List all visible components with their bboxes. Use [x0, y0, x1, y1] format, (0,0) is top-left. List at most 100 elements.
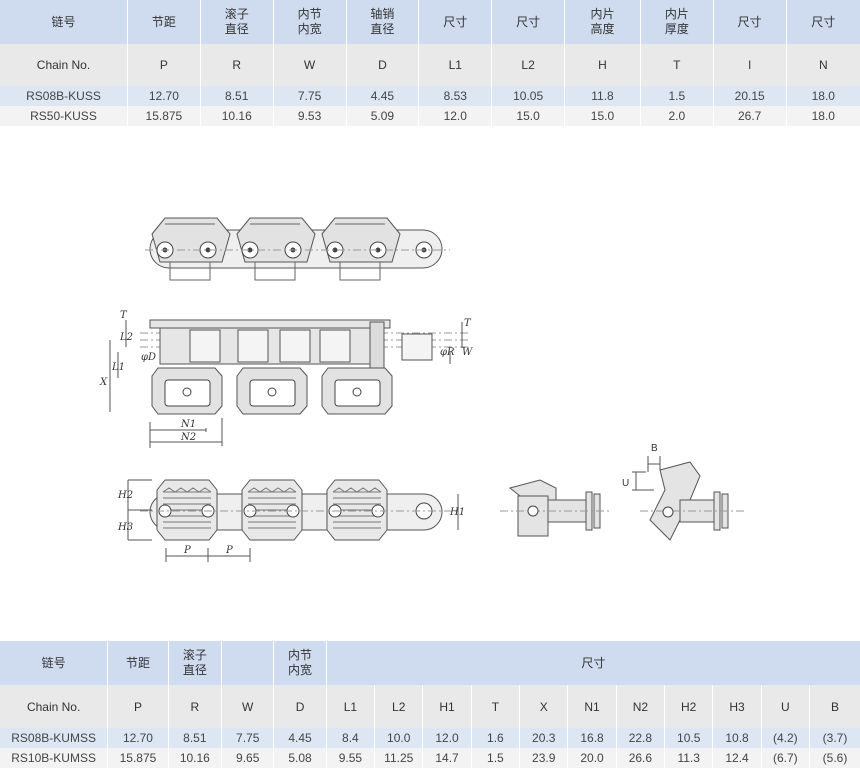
cell: 10.16: [200, 106, 274, 126]
header-cell: B: [809, 685, 860, 728]
cell: 8.51: [200, 86, 274, 106]
header-cell: 节距: [107, 641, 169, 685]
cell: 22.8: [616, 728, 666, 748]
cell: RS08B-KUSS: [0, 86, 128, 106]
spec-table-kumss: 链号 节距 滚子 直径 内节 内宽 尺寸 Chain No. P R W D L…: [0, 641, 860, 768]
header-cell: H: [564, 44, 641, 86]
table-header-english: Chain No. P R W D L1 L2 H T l N: [0, 44, 860, 86]
cell: 23.9: [519, 748, 569, 768]
cell: 12.0: [418, 106, 493, 126]
header-cell: R: [200, 44, 274, 86]
label-P-2: P: [225, 545, 233, 556]
label-W: W: [462, 347, 473, 358]
header-cell: 尺寸: [491, 0, 566, 44]
cell: 15.875: [107, 748, 169, 768]
label-T-right: T: [464, 318, 472, 329]
cell: 8.4: [326, 728, 376, 748]
cell: 12.70: [107, 728, 169, 748]
chain-technical-drawing: T L2 L1 X φD φR W T N1 N2 H2 H3 H1 P P: [99, 217, 745, 562]
header-cell-span: 尺寸: [326, 641, 860, 685]
table-row: RS50-KUSS 15.875 10.16 9.53 5.09 12.0 15…: [0, 106, 860, 126]
chain-plan-view: T L2 L1 X φD φR W T N1 N2: [99, 310, 473, 448]
cell: 7.75: [273, 86, 347, 106]
cell: RS10B-KUMSS: [0, 748, 109, 768]
cell: 8.53: [418, 86, 493, 106]
chain-spring-view: H2 H3 H1 P P: [117, 479, 465, 562]
spec-table-kuss: 链号 节距 滚子 直径 内节 内宽 轴销 直径 尺寸 尺寸 内片 高度 内片 厚…: [0, 0, 860, 126]
cell: 15.875: [127, 106, 201, 126]
header-cell: L2: [491, 44, 566, 86]
cell: 1.5: [640, 86, 714, 106]
chain-side-section-view: [500, 479, 612, 537]
cell: 14.7: [422, 748, 472, 768]
cell: (3.7): [809, 728, 860, 748]
cell: 26.6: [616, 748, 666, 768]
cell: 10.8: [712, 728, 762, 748]
header-cell: H2: [664, 685, 714, 728]
header-cell: N1: [567, 685, 617, 728]
header-cell: 滚子 直径: [168, 641, 223, 685]
cell: 11.3: [664, 748, 714, 768]
label-B: B: [651, 443, 658, 454]
cell: 8.51: [168, 728, 223, 748]
cell: 4.45: [346, 86, 420, 106]
cell: 20.15: [713, 86, 787, 106]
header-cell: 轴销 直径: [346, 0, 420, 44]
cell: 12.0: [422, 728, 472, 748]
header-cell: L1: [326, 685, 376, 728]
header-cell: N2: [616, 685, 666, 728]
header-cell: H3: [712, 685, 762, 728]
cell: 7.75: [221, 728, 275, 748]
cell: 16.8: [567, 728, 617, 748]
chain-top-view: [145, 217, 450, 281]
label-L2: L2: [119, 332, 133, 343]
header-cell: 链号: [0, 0, 128, 44]
header-cell: 节距: [127, 0, 201, 44]
cell: (4.2): [761, 728, 811, 748]
table-row: RS10B-KUMSS 15.875 10.16 9.65 5.08 9.55 …: [0, 748, 860, 768]
cell: 20.0: [567, 748, 617, 768]
cell: 26.7: [713, 106, 787, 126]
header-cell: T: [471, 685, 521, 728]
cell: 2.0: [640, 106, 714, 126]
header-cell: 尺寸: [418, 0, 493, 44]
header-cell: l: [713, 44, 787, 86]
cell: 10.16: [168, 748, 223, 768]
header-cell: T: [640, 44, 714, 86]
cell: 11.25: [374, 748, 424, 768]
header-cell: 内片 厚度: [640, 0, 714, 44]
header-cell: 链号: [0, 641, 109, 685]
label-H3: H3: [117, 522, 133, 533]
table-row: RS08B-KUMSS 12.70 8.51 7.75 4.45 8.4 10.…: [0, 728, 860, 748]
label-H1: H1: [449, 507, 465, 518]
header-cell: L1: [418, 44, 493, 86]
header-cell: N: [786, 44, 860, 86]
header-cell: 尺寸: [786, 0, 860, 44]
label-P-1: P: [183, 545, 191, 556]
header-cell: Chain No.: [0, 44, 128, 86]
label-phiD: φD: [141, 352, 156, 363]
header-cell: R: [168, 685, 223, 728]
table-header-english: Chain No. P R W D L1 L2 H1 T X N1 N2 H2 …: [0, 685, 860, 728]
cell: 15.0: [564, 106, 641, 126]
cell: 1.6: [471, 728, 521, 748]
cell: RS08B-KUMSS: [0, 728, 109, 748]
cell: 5.09: [346, 106, 420, 126]
table-row: RS08B-KUSS 12.70 8.51 7.75 4.45 8.53 10.…: [0, 86, 860, 106]
header-cell: D: [346, 44, 420, 86]
label-phiR: φR: [440, 347, 455, 358]
cell: RS50-KUSS: [0, 106, 128, 126]
header-cell: L2: [374, 685, 424, 728]
table-header-chinese: 链号 节距 滚子 直径 内节 内宽 尺寸: [0, 641, 860, 685]
label-U: U: [622, 478, 629, 489]
cell: 10.0: [374, 728, 424, 748]
cell: 9.55: [326, 748, 376, 768]
header-cell: W: [273, 44, 347, 86]
header-cell: P: [127, 44, 201, 86]
header-cell: Chain No.: [0, 685, 109, 728]
header-cell: 滚子 直径: [200, 0, 274, 44]
header-cell: 尺寸: [713, 0, 787, 44]
header-cell: [221, 641, 275, 685]
header-cell: 内节 内宽: [273, 641, 327, 685]
cell: 18.0: [786, 86, 860, 106]
